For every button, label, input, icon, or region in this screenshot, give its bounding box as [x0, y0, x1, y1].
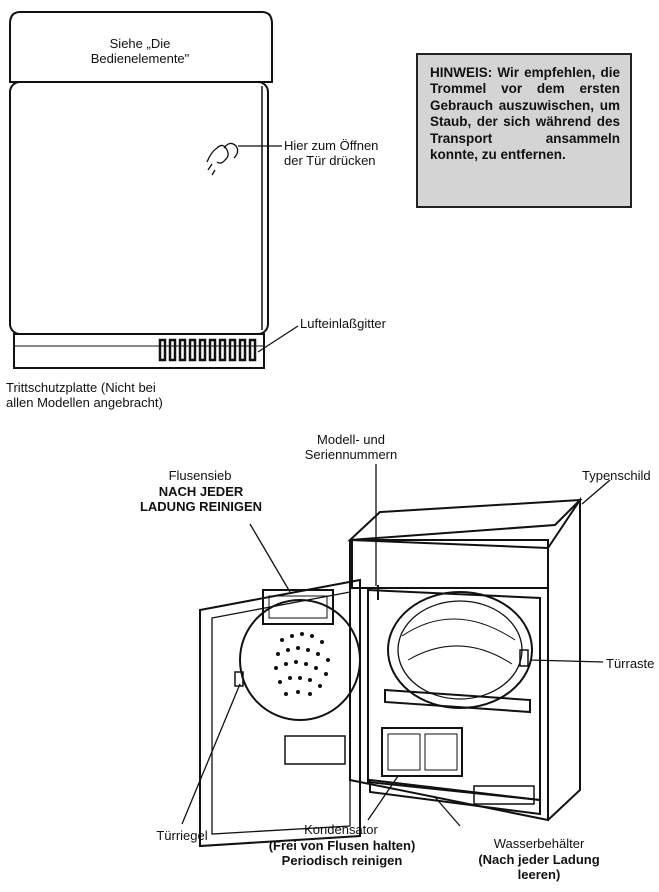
model-serial-label: Modell- und Seriennummern	[304, 432, 398, 462]
front-view-dryer	[9, 11, 273, 369]
air-inlet-label: Lufteinlaßgitter	[300, 316, 386, 331]
open-door	[199, 578, 361, 848]
door-catch-label: Türraste	[606, 656, 655, 671]
condenser	[381, 727, 463, 777]
note-text: HINWEIS: Wir empfehlen, die Trommel vor …	[430, 65, 620, 163]
note-box: HINWEIS: Wir empfehlen, die Trommel vor …	[416, 53, 632, 208]
door-press-hand-icon	[206, 142, 239, 176]
condenser-title: Kondensator	[304, 822, 378, 837]
filter-perforations	[274, 632, 330, 696]
lint-filter-title: Flusensieb	[168, 468, 232, 483]
cabinet-top	[347, 498, 583, 542]
door-press-label: Hier zum Öffnen der Tür drücken	[284, 138, 379, 168]
water-tank	[369, 778, 541, 816]
water-tank-instruction: (Nach jeder Ladung leeren)	[478, 852, 600, 882]
drum-opening	[387, 591, 533, 709]
lint-filter	[262, 589, 334, 625]
air-inlet-grille	[158, 338, 257, 362]
water-tank-title: Wasserbehälter	[493, 836, 585, 851]
door-latch-label: Türriegel	[156, 828, 208, 843]
lint-filter-instruction: NACH JEDER LADUNG REINIGEN	[139, 484, 263, 514]
kickplate	[13, 333, 265, 369]
control-panel	[9, 11, 273, 83]
cabinet-door	[9, 81, 269, 335]
kickplate-label: Trittschutzplatte (Nicht bei allen Model…	[6, 380, 163, 410]
door-filter-housing	[239, 599, 361, 721]
control-panel-label: Siehe „Die Bedienelemente"	[90, 36, 190, 66]
rating-plate-label: Typenschild	[582, 468, 651, 483]
condenser-instruction: (Frei von Flusen halten) Periodisch rein…	[268, 838, 416, 868]
